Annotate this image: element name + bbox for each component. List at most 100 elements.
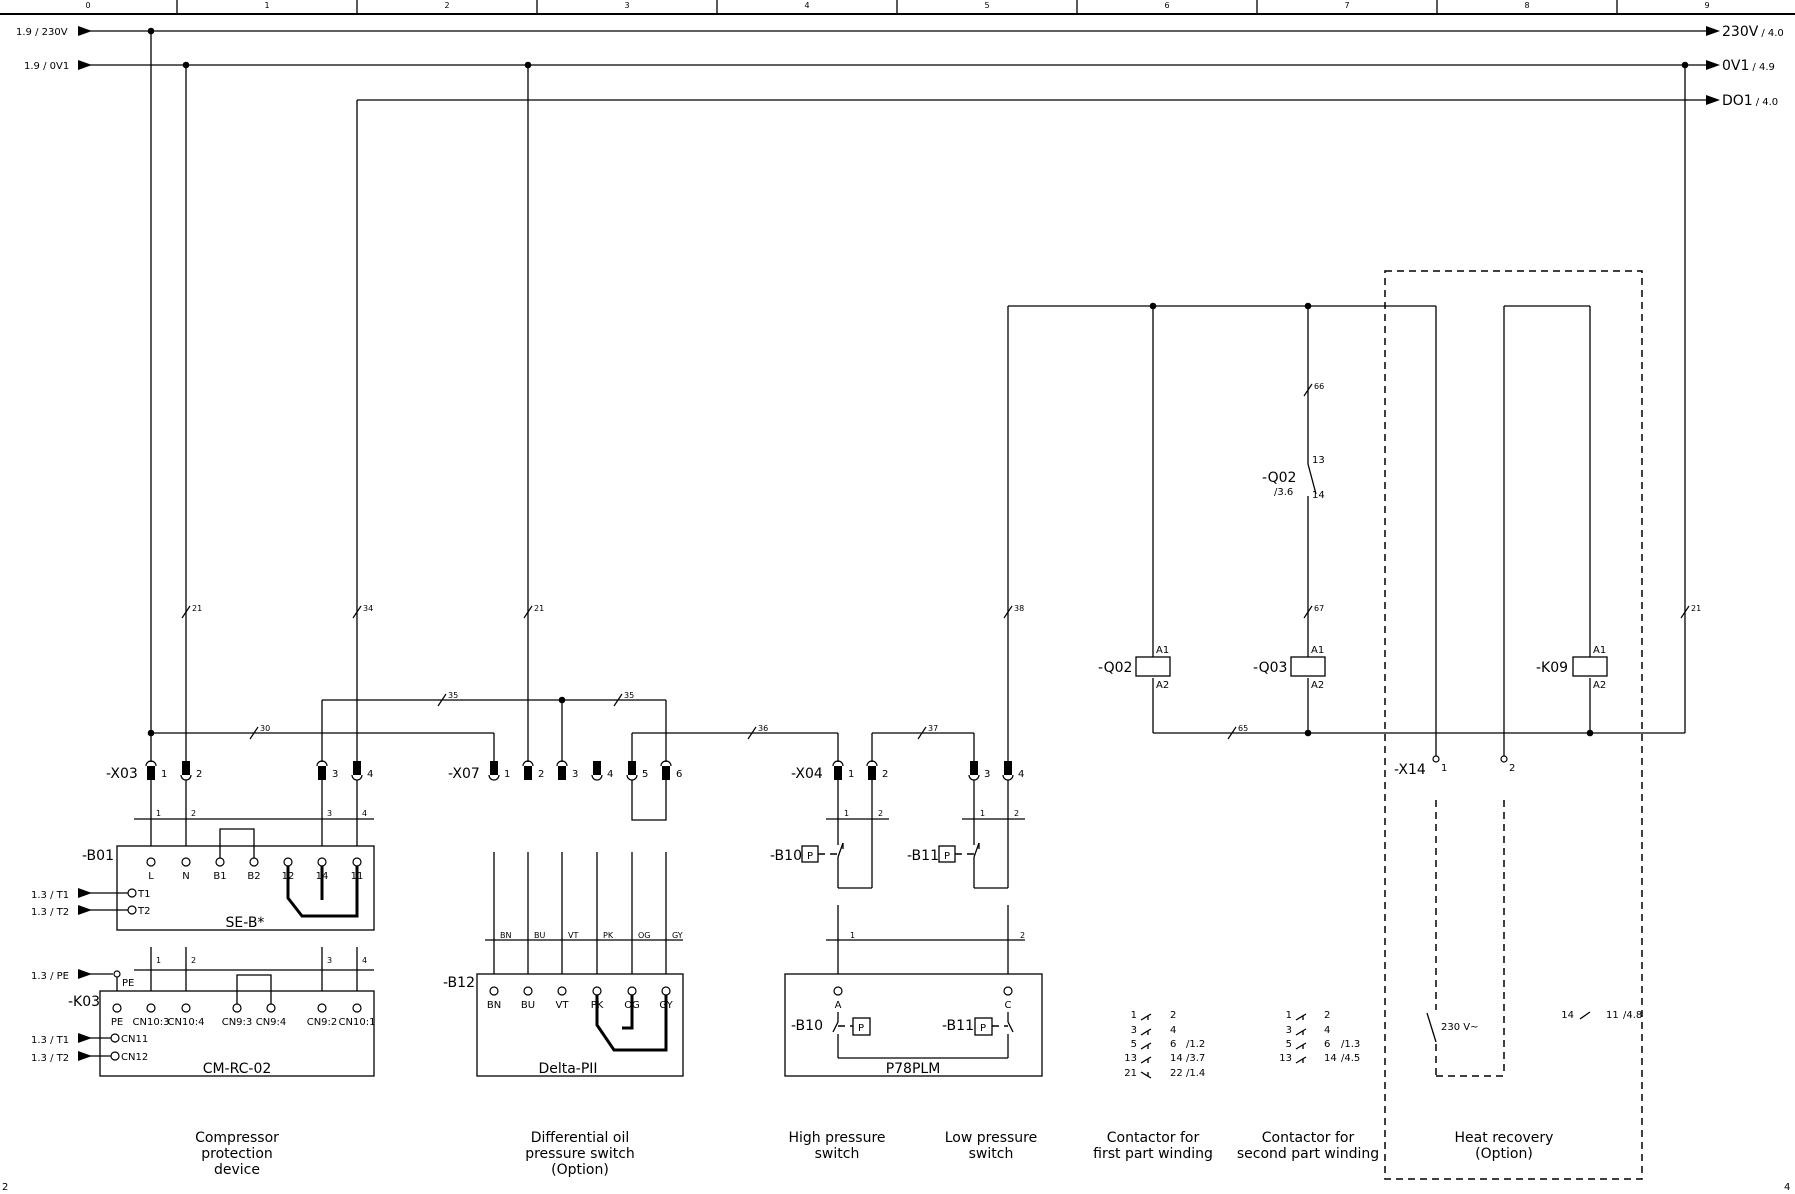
svg-text:2: 2 [538,769,544,780]
junction-dots [147,27,1689,737]
svg-text:2: 2 [1170,1010,1176,1021]
device-b11: -B11 P [907,845,976,864]
terminal-x03: -X03 1 2 3 4 1 2 3 4 [106,760,374,862]
caption-diff-oil: Differential oil pressure switch (Option… [525,1130,635,1178]
b01-model: SE-B* [226,915,265,931]
svg-text:BU: BU [534,931,545,940]
wire-30: 30 [260,724,270,733]
wire-37: 37 [928,724,938,733]
col-9: 9 [1704,1,1709,10]
svg-text:1: 1 [161,769,167,780]
k03-model: CM-RC-02 [203,1061,272,1077]
terminal-x04: -X04 1 2 3 4 1 2 1 2 [791,760,1025,889]
rail-0v1-ref-in: 1.9 / 0V1 [24,61,69,72]
svg-text:OG: OG [638,931,651,940]
svg-text:2: 2 [1020,931,1025,940]
rail-0v1: 1.9 / 0V1 0V1/ 4.9 [24,58,1775,74]
svg-text:A1: A1 [1593,645,1606,656]
x04-label: -X04 [791,766,823,782]
svg-text:A2: A2 [1593,680,1606,691]
svg-text:1.3 / T2: 1.3 / T2 [31,1053,69,1064]
svg-text:-B10: -B10 [791,1018,823,1034]
x03-label: -X03 [106,766,138,782]
svg-text:6: 6 [1324,1039,1330,1050]
svg-text:3: 3 [572,769,578,780]
svg-text:Heat recovery: Heat recovery [1455,1130,1554,1146]
q02-contact-table: 1 2 3 4 5 6 /1.2 13 14 /3.7 21 22 /1.4 [1124,1010,1205,1079]
svg-text:(Option): (Option) [551,1162,609,1178]
wire-21b: 21 [534,604,544,613]
svg-text:13: 13 [1124,1053,1137,1064]
caption-q02: Contactor for first part winding [1093,1130,1213,1162]
wire-38: 38 [1014,604,1024,613]
svg-text:3: 3 [332,769,338,780]
svg-text:4: 4 [1170,1025,1176,1036]
svg-text:BU: BU [521,1000,535,1011]
svg-text:6: 6 [676,769,682,780]
svg-text:0V1/ 4.9: 0V1/ 4.9 [1722,58,1775,74]
svg-text:2: 2 [1324,1010,1330,1021]
svg-text:2: 2 [882,769,888,780]
svg-text:BN: BN [487,1000,501,1011]
wire-35b: 35 [624,691,634,700]
coil-q03-label: -Q03 [1253,660,1287,676]
svg-text:A2: A2 [1311,680,1324,691]
captions: Compressor protection device Differentia… [195,1130,1553,1178]
x14-label: -X14 [1394,762,1426,778]
svg-text:1: 1 [844,809,849,818]
svg-text:3: 3 [327,956,332,965]
col-4: 4 [804,1,809,10]
device-b12: BN BU VT PK OG GY -B12 BN BU VT PK OG GY… [443,852,684,1077]
wiring [150,31,1686,762]
svg-text:5: 5 [642,769,648,780]
svg-text:2: 2 [1014,809,1019,818]
svg-text:High pressure: High pressure [788,1130,885,1146]
svg-text:VT: VT [556,1000,570,1011]
svg-text:/1.4: /1.4 [1186,1068,1205,1079]
rail-do1-ref-out: DO1 [1722,93,1753,109]
svg-text:T2: T2 [137,906,150,917]
svg-text:/3.7: /3.7 [1186,1053,1205,1064]
col-8: 8 [1524,1,1529,10]
svg-text:1: 1 [156,956,161,965]
k09-contact-table: 14 11 /4.8 [1561,1010,1642,1021]
wire-34: 34 [363,604,373,613]
svg-text:first part winding: first part winding [1093,1146,1213,1162]
svg-text:PE: PE [111,1017,123,1028]
svg-text:DO1/ 4.0: DO1/ 4.0 [1722,93,1778,109]
svg-text:T1: T1 [137,889,150,900]
wire-21c: 21 [1691,604,1701,613]
svg-text:/1.3: /1.3 [1341,1039,1360,1050]
svg-text:1: 1 [980,809,985,818]
svg-text:Contactor for: Contactor for [1107,1130,1200,1146]
wire-36: 36 [758,724,768,733]
svg-text:1: 1 [504,769,510,780]
heat-recovery-block: -X14 1 2 230 V~ [1384,270,1643,1180]
svg-text:2: 2 [878,809,883,818]
svg-text:Compressor: Compressor [195,1130,279,1146]
col-2: 2 [444,1,449,10]
svg-text:CN9:4: CN9:4 [256,1017,287,1028]
device-b10: -B10 P [770,845,840,864]
q02-contact-label: -Q02 [1262,470,1296,486]
wire-35a: 35 [448,691,458,700]
rail-230v-ref-in: 1.9 / 230V [16,27,68,38]
col-1: 1 [264,1,269,10]
wire-67: 67 [1314,604,1324,613]
svg-text:1: 1 [1286,1010,1292,1021]
svg-text:CN9:2: CN9:2 [307,1017,338,1028]
svg-text:VT: VT [568,931,578,940]
svg-text:14: 14 [1324,1053,1337,1064]
rail-0v1-ref-out: 0V1 [1722,58,1749,74]
svg-text:14: 14 [1312,490,1325,501]
svg-text:1: 1 [1441,763,1447,774]
svg-text:1.3 / T2: 1.3 / T2 [31,907,69,918]
q03-contact-table: 1 2 3 4 5 6 /1.3 13 14 /4.5 [1279,1010,1360,1064]
svg-text:A: A [835,1000,842,1011]
svg-text:B2: B2 [247,871,260,882]
svg-text:PE: PE [122,978,134,989]
svg-text:-B11: -B11 [942,1018,974,1034]
svg-text:2: 2 [191,956,196,965]
svg-text:Contactor for: Contactor for [1262,1130,1355,1146]
svg-text:PK: PK [603,931,614,940]
